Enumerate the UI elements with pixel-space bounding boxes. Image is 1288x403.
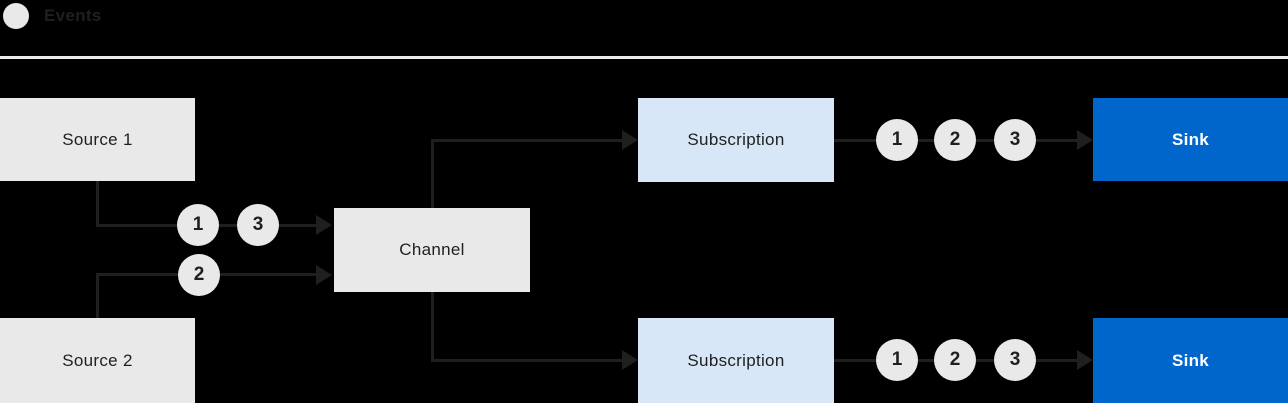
node-subscription-top: Subscription: [638, 98, 834, 182]
event-marker-2: 2: [934, 339, 976, 381]
node-sink-top: Sink: [1093, 98, 1288, 181]
connector-channel-down-vertical: [431, 292, 434, 361]
node-sink-bottom: Sink: [1093, 318, 1288, 403]
node-source-1: Source 1: [0, 98, 195, 181]
event-marker-3: 3: [994, 119, 1036, 161]
arrowhead-into-subscription-bottom: [622, 350, 638, 370]
node-subscription-bottom-label: Subscription: [687, 350, 785, 370]
connector-channel-up-horizontal: [431, 139, 622, 142]
arrowhead-into-channel-bottom: [316, 265, 332, 285]
node-source-2-label: Source 2: [62, 350, 133, 370]
node-source-2: Source 2: [0, 318, 195, 403]
connector-source1-vertical: [96, 181, 99, 227]
event-marker-2: 2: [934, 119, 976, 161]
event-marker-3: 3: [237, 204, 279, 246]
node-source-1-label: Source 1: [62, 129, 133, 149]
event-marker-1: 1: [876, 339, 918, 381]
legend-divider: [0, 56, 1288, 59]
connector-channel-down-horizontal: [431, 359, 622, 362]
event-marker-1: 1: [177, 204, 219, 246]
connector-source2-vertical: [96, 274, 99, 318]
node-sink-bottom-label: Sink: [1171, 350, 1210, 370]
node-channel-label: Channel: [399, 240, 465, 259]
arrowhead-into-sink-top: [1077, 130, 1093, 150]
arrowhead-into-sink-bottom: [1077, 350, 1093, 370]
event-marker-1: 1: [876, 119, 918, 161]
node-subscription-top-label: Subscription: [687, 130, 785, 149]
arrowhead-into-channel-top: [316, 215, 332, 235]
event-marker-2: 2: [178, 254, 220, 296]
connector-channel-up-vertical: [431, 139, 434, 208]
event-marker-3: 3: [994, 339, 1036, 381]
node-sink-top-label: Sink: [1171, 129, 1210, 149]
node-channel: Channel: [334, 208, 530, 292]
event-circle-icon: [3, 3, 29, 29]
arrowhead-into-subscription-top: [622, 130, 638, 150]
legend-label: Events: [44, 6, 102, 25]
node-subscription-bottom: Subscription: [638, 318, 834, 403]
